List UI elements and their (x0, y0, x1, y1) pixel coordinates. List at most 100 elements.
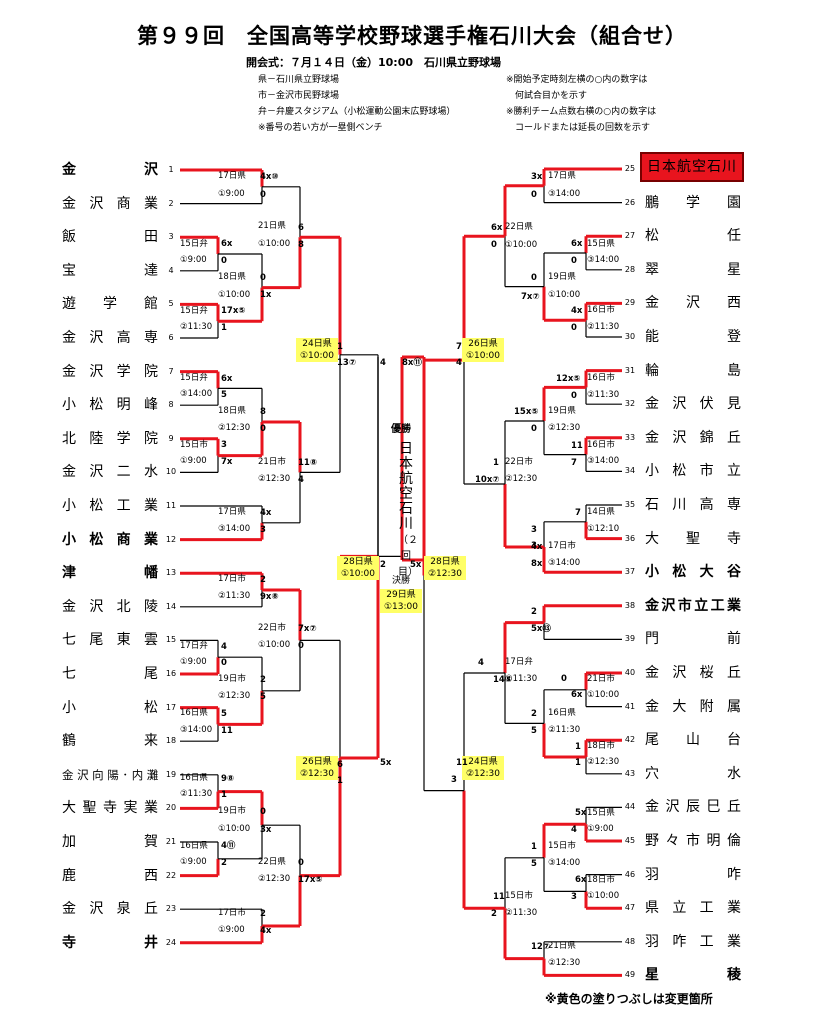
schedule-annotation: ③14:00 (180, 389, 213, 399)
schedule-annotation: 17日弁 (180, 641, 208, 651)
schedule-time: ②12:30 (427, 569, 462, 579)
venue-legend-2: 市－金沢市民野球場 (258, 91, 340, 101)
score: 4 (456, 358, 462, 368)
schedule-annotation: 15日弁 (180, 306, 208, 316)
team-name: 金大附属 (645, 698, 741, 715)
score: 8x⑪ (402, 358, 422, 368)
schedule-annotation: ①9:00 (180, 456, 207, 466)
score: 0 (491, 240, 497, 250)
seed-number: 15 (165, 635, 177, 645)
score: 4⑪ (221, 841, 236, 851)
schedule-annotation: 17日県 (548, 171, 576, 181)
score: 1 (337, 342, 343, 352)
venue-legend-4: ※番号の若い方が一塁側ベンチ (258, 123, 383, 133)
score: 2 (531, 607, 537, 617)
seed-number: 49 (624, 970, 636, 980)
schedule-annotation: ③14:00 (548, 858, 581, 868)
score: 3 (260, 525, 266, 535)
score: 2 (221, 858, 227, 868)
score: 7 (575, 508, 581, 518)
seed-number: 27 (624, 231, 636, 241)
score: 6x (491, 223, 503, 233)
team-name: 鵬 学 園 (645, 194, 741, 211)
score: 6x (571, 239, 583, 249)
score: 8 (260, 407, 266, 417)
team-name: 金沢向陽･内灘 (62, 767, 158, 782)
score: 4x (260, 926, 272, 936)
schedule-annotation: ①10:00 (258, 640, 291, 650)
seed-number: 47 (624, 903, 636, 913)
team-name: 大聖寺実業 (62, 800, 158, 817)
score: 4x (571, 306, 583, 316)
schedule-annotation: 18日市 (587, 875, 615, 885)
venue-legend-1: 県－石川県立野球場 (258, 75, 340, 85)
seed-number: 46 (624, 869, 636, 879)
seed-number: 19 (165, 769, 177, 779)
schedule-annotation: ③14:00 (587, 456, 620, 466)
seed-number: 41 (624, 701, 636, 711)
schedule-date: 28日県 (430, 557, 460, 567)
score: 0 (260, 807, 266, 817)
team-name: 小松工業 (62, 498, 158, 514)
score: 3 (571, 892, 577, 902)
page-title: 第９９回 全国高等学校野球選手権石川大会（組合せ） (137, 24, 687, 48)
team-name: 県立工業 (645, 900, 741, 917)
venue-legend-3: 弁－弁慶スタジアム（小松運動公園末広野球場） (258, 107, 456, 117)
schedule-annotation: ①9:00 (180, 857, 207, 867)
seed-number: 30 (624, 332, 636, 341)
seed-number: 44 (624, 802, 636, 812)
score: 3 (451, 775, 457, 785)
schedule-date: 28日県 (343, 557, 373, 567)
schedule-time: ②12:30 (299, 769, 334, 779)
seed-number: 18 (165, 736, 177, 746)
schedule-annotation: ②11:30 (218, 591, 251, 601)
schedule-annotation: ②11:30 (505, 908, 538, 918)
schedule-annotation: 19日市 (218, 806, 246, 816)
schedule-annotation: 22日市 (505, 457, 533, 467)
score: 2 (531, 709, 537, 719)
schedule-annotation: 16日市 (587, 305, 615, 315)
seed-number: 26 (624, 197, 636, 207)
schedule-annotation: 16日県 (180, 708, 208, 718)
team-name: 七尾東雲 (62, 632, 158, 649)
score: 6x (221, 374, 233, 384)
score: 5 (531, 859, 537, 869)
score: 2 (260, 675, 266, 685)
schedule-annotation: 21日県 (548, 941, 576, 951)
score: 3 (221, 440, 227, 450)
schedule-time: ①10:00 (340, 569, 375, 579)
legend-note-3: ※勝利チーム点数右横の○内の数字は (506, 107, 657, 117)
schedule-annotation: 18日市 (587, 741, 615, 751)
schedule-time: ①10:00 (299, 351, 334, 361)
schedule-annotation: ②12:30 (548, 958, 581, 968)
legend-note-4: コールドまたは延長の回数を示す (506, 123, 651, 133)
schedule-annotation: ③14:00 (548, 189, 581, 199)
score: 0 (571, 256, 577, 266)
schedule-annotation: 17日弁 (505, 657, 533, 667)
schedule-annotation: ②12:30 (218, 423, 251, 433)
score: 0 (260, 190, 266, 200)
seed-number: 25 (624, 164, 636, 173)
seed-number: 43 (624, 768, 636, 778)
seed-number: 45 (624, 836, 636, 845)
schedule-annotation: ①12:10 (587, 524, 620, 534)
schedule-date: 24日県 (302, 339, 332, 349)
team-name: 穴 水 (645, 765, 741, 782)
schedule-annotation: 17日市 (218, 574, 246, 584)
score: 0 (221, 658, 227, 668)
team-name: 鹿 西 (62, 867, 158, 884)
score: 3x (260, 825, 272, 835)
team-name: 金沢北陵 (62, 598, 158, 615)
score: 5x (380, 758, 392, 768)
seed-number: 33 (624, 432, 636, 442)
score: 5x (575, 808, 587, 818)
seed-number: 24 (165, 937, 177, 947)
schedule-annotation: 17日市 (548, 541, 576, 551)
team-name: 寺 井 (62, 934, 158, 951)
team-name: 飯 田 (62, 229, 158, 246)
seed-number: 4 (168, 265, 174, 275)
score: 1 (221, 790, 227, 800)
score: 15x⑤ (514, 407, 539, 417)
